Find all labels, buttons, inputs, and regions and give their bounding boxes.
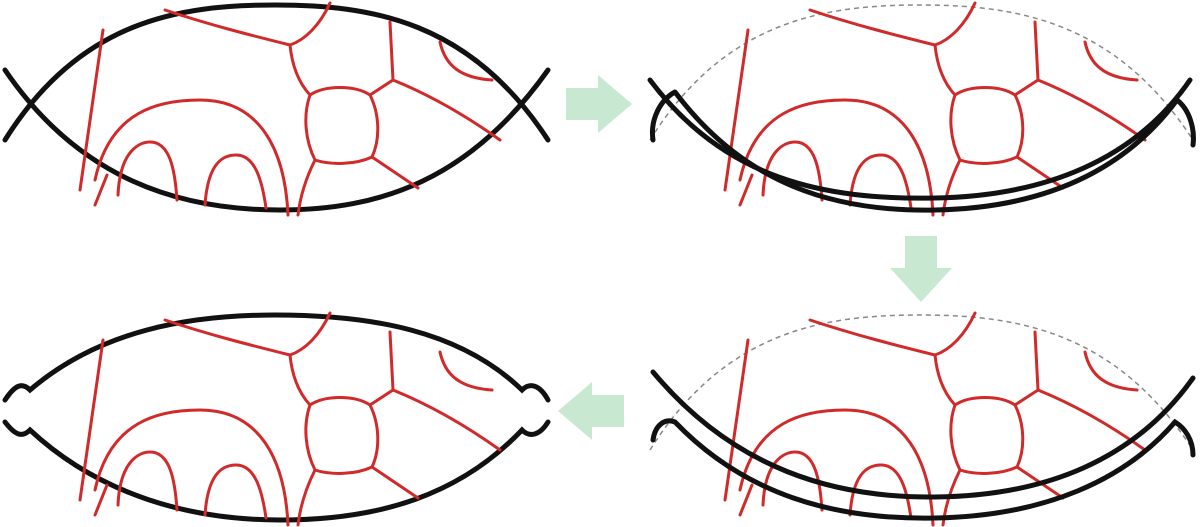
arrow-left	[558, 382, 624, 440]
lower-boundary-arc	[2, 67, 551, 213]
panel-step-2	[647, 1, 1196, 217]
red-network	[723, 311, 1147, 527]
ghost-upper-arc	[649, 4, 1194, 141]
upper-boundary-arc	[2, 2, 551, 143]
panel-original	[2, 1, 551, 217]
lower-boundary-arc-outer	[647, 77, 1193, 201]
upper-boundary-arc	[2, 312, 551, 403]
lower-boundary-arc	[2, 419, 551, 523]
lower-boundary-arc-inner	[649, 89, 1196, 213]
arrow-right	[566, 75, 632, 133]
ghost-upper-arc	[649, 314, 1194, 451]
upper-boundary-arc	[650, 369, 1196, 500]
lower-boundary-arc	[650, 418, 1196, 521]
panel-step-3	[649, 311, 1196, 527]
panel-result	[2, 311, 551, 527]
arrow-down	[890, 236, 952, 302]
